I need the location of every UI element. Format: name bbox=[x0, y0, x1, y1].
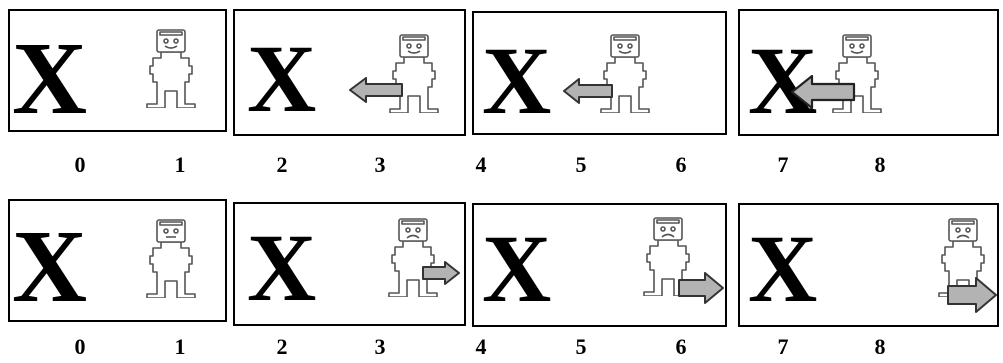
arrow-left-icon bbox=[563, 78, 613, 104]
robot-icon bbox=[388, 218, 438, 297]
scale-number: 2 bbox=[276, 334, 288, 359]
scale-number: 0 bbox=[74, 152, 86, 177]
robot-icon bbox=[600, 34, 650, 113]
face-frown bbox=[660, 226, 676, 238]
scale-number: 1 bbox=[174, 334, 186, 359]
face-smile bbox=[617, 43, 633, 54]
x-mark: X bbox=[482, 27, 552, 134]
arrow-right-icon bbox=[947, 277, 997, 313]
panel-row2-4: X bbox=[738, 203, 999, 327]
scale-number: 5 bbox=[575, 152, 587, 177]
scale-number: 6 bbox=[675, 152, 687, 177]
face-frown bbox=[955, 227, 971, 239]
scale-number: 5 bbox=[575, 334, 587, 359]
arrow-left-icon bbox=[790, 75, 856, 109]
x-mark: X bbox=[482, 215, 552, 322]
panel-row1-3: X bbox=[472, 11, 727, 135]
x-mark: X bbox=[748, 215, 818, 322]
face-frown bbox=[405, 227, 421, 239]
scale-number: 1 bbox=[174, 152, 186, 177]
arrow-right-icon bbox=[422, 261, 460, 285]
panel-row1-4: X bbox=[738, 9, 999, 136]
panel-row1-2: X bbox=[233, 9, 466, 136]
scale-number: 3 bbox=[374, 334, 386, 359]
robot-icon bbox=[389, 34, 439, 113]
panel-row2-2: X bbox=[233, 202, 466, 326]
scale-number: 4 bbox=[475, 334, 487, 359]
scale-number: 2 bbox=[276, 152, 288, 177]
scale-number: 4 bbox=[475, 152, 487, 177]
scale-number: 8 bbox=[874, 152, 886, 177]
scale-number: 6 bbox=[675, 334, 687, 359]
scale-number: 7 bbox=[777, 152, 789, 177]
x-mark: X bbox=[12, 209, 88, 322]
panel-row2-3: X bbox=[472, 203, 727, 327]
panel-row2-1: X bbox=[8, 199, 227, 322]
panel-row1-1: X bbox=[8, 9, 227, 132]
scale-number: 8 bbox=[874, 334, 886, 359]
scale-number: 3 bbox=[374, 152, 386, 177]
robot-icon bbox=[146, 29, 196, 108]
face-smile bbox=[163, 38, 179, 49]
x-mark: X bbox=[247, 214, 317, 321]
face-smile bbox=[849, 43, 865, 54]
face-neutral bbox=[163, 228, 179, 238]
robot-icon bbox=[146, 219, 196, 298]
face-smile bbox=[406, 43, 422, 54]
scale-number: 0 bbox=[74, 334, 86, 359]
arrow-left-icon bbox=[349, 77, 403, 103]
x-mark: X bbox=[12, 21, 88, 132]
x-mark: X bbox=[247, 25, 317, 132]
scale-number: 7 bbox=[777, 334, 789, 359]
arrow-right-icon bbox=[678, 272, 724, 304]
